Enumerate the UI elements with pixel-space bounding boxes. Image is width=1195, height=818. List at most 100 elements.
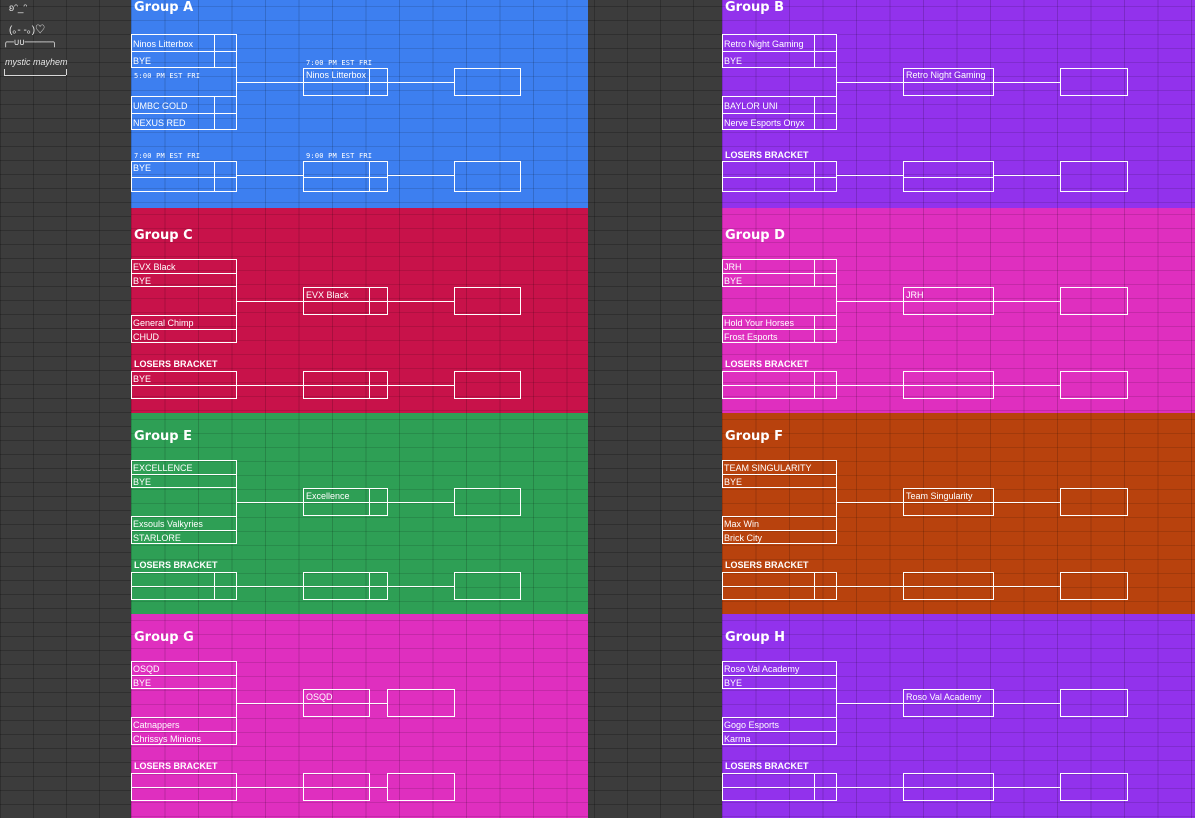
group-h-panel: Group H Roso Val Academy BYE Gogo Esport… — [722, 614, 1195, 818]
group-d-losers-match-1[interactable] — [722, 371, 837, 399]
group-g-losers-match-2[interactable] — [303, 773, 370, 801]
group-c-match-1-bottom[interactable] — [131, 315, 237, 343]
team-slot[interactable]: Catnappers — [133, 720, 180, 730]
team-slot[interactable]: BYE — [133, 56, 152, 66]
team-slot[interactable]: Gogo Esports — [724, 720, 780, 730]
team-slot[interactable]: Frost Esports — [724, 332, 778, 342]
team-slot[interactable]: BYE — [133, 374, 152, 384]
group-a-match-1-bottom[interactable] — [131, 96, 237, 130]
kaomoji-line: ╭─∪∪─────╮ — [3, 38, 58, 48]
group-g-losers-final[interactable] — [387, 773, 455, 801]
group-d-title: Group D — [725, 228, 785, 243]
team-slot[interactable]: Karma — [724, 734, 751, 744]
team-slot[interactable]: JRH — [724, 262, 742, 272]
group-b-panel: Group B Retro Night Gaming BYE BAYLOR UN… — [722, 0, 1195, 208]
team-slot[interactable]: Retro Night Gaming — [724, 39, 804, 49]
team-slot[interactable]: EVX Black — [306, 290, 349, 300]
team-slot[interactable]: Hold Your Horses — [724, 318, 795, 328]
group-d-match-1-bottom[interactable] — [722, 315, 837, 343]
group-g-title: Group G — [134, 630, 194, 645]
team-slot[interactable]: STARLORE — [133, 533, 181, 543]
group-c-losers-match-2[interactable] — [303, 371, 388, 399]
group-e-match-1-bottom[interactable] — [131, 516, 237, 544]
team-slot[interactable]: BYE — [133, 477, 152, 487]
team-slot[interactable]: Chrissys Minions — [133, 734, 202, 744]
team-slot[interactable]: Nerve Esports Onyx — [724, 118, 805, 128]
group-a-losers-match-2[interactable] — [303, 161, 388, 192]
group-f-match-1-bottom[interactable] — [722, 516, 837, 544]
team-slot[interactable]: CHUD — [133, 332, 159, 342]
group-a-final[interactable] — [454, 68, 521, 96]
group-g-losers-match-1[interactable] — [131, 773, 237, 801]
team-slot[interactable]: BYE — [133, 163, 152, 173]
match-time: 7:00 PM EST FRI — [306, 59, 373, 67]
group-f-title: Group F — [725, 429, 783, 444]
team-slot[interactable]: NEXUS RED — [133, 118, 186, 128]
group-a-losers-final[interactable] — [454, 161, 521, 192]
group-e-losers-match-1[interactable] — [131, 572, 237, 600]
team-slot[interactable]: UMBC GOLD — [133, 101, 188, 111]
team-slot[interactable]: Roso Val Academy — [724, 664, 800, 674]
team-slot[interactable]: EXCELLENCE — [133, 463, 193, 473]
losers-bracket-label: LOSERS BRACKET — [725, 150, 809, 160]
group-h-match-1-bottom[interactable] — [722, 717, 837, 745]
team-slot[interactable]: OSQD — [306, 692, 333, 702]
team-slot[interactable]: Ninos Litterbox — [306, 70, 367, 80]
group-h-losers-final[interactable] — [1060, 773, 1128, 801]
group-h-losers-match-1[interactable] — [722, 773, 837, 801]
team-slot[interactable]: JRH — [906, 290, 924, 300]
team-slot[interactable]: BYE — [724, 56, 743, 66]
group-b-losers-match-1[interactable] — [722, 161, 837, 192]
group-b-losers-final[interactable] — [1060, 161, 1128, 192]
team-slot[interactable]: Exsouls Valkyries — [133, 519, 203, 529]
group-b-final[interactable] — [1060, 68, 1128, 96]
group-c-title: Group C — [134, 228, 193, 243]
group-g-match-1-bottom[interactable] — [131, 717, 237, 745]
kaomoji-face-1: ʚᵔ_ᵔ — [9, 3, 28, 14]
group-c-losers-final[interactable] — [454, 371, 521, 399]
team-slot[interactable]: Retro Night Gaming — [906, 70, 986, 80]
group-g-final[interactable] — [387, 689, 455, 717]
group-a-losers-match-1[interactable] — [131, 161, 237, 192]
team-slot[interactable]: Excellence — [306, 491, 350, 501]
group-e-final[interactable] — [454, 488, 521, 516]
match-time: 7:00 PM EST FRI — [134, 152, 201, 160]
group-b-losers-match-2[interactable] — [903, 161, 994, 192]
team-slot[interactable]: TEAM SINGULARITY — [724, 463, 812, 473]
group-b-match-1-bottom[interactable] — [722, 96, 837, 130]
group-e-losers-final[interactable] — [454, 572, 521, 600]
group-d-panel: Group D JRH BYE Hold Your Horses Frost E… — [722, 208, 1195, 413]
group-d-final[interactable] — [1060, 287, 1128, 315]
group-c-final[interactable] — [454, 287, 521, 315]
team-slot[interactable]: BYE — [724, 276, 743, 286]
team-slot[interactable]: General Chimp — [133, 318, 194, 328]
team-slot[interactable]: Team Singularity — [906, 491, 973, 501]
title-tick-left — [4, 69, 5, 75]
team-slot[interactable]: OSQD — [133, 664, 160, 674]
team-slot[interactable]: BYE — [724, 477, 743, 487]
team-slot[interactable]: EVX Black — [133, 262, 176, 272]
group-h-title: Group H — [725, 630, 785, 645]
group-d-losers-match-2[interactable] — [903, 371, 994, 399]
team-slot[interactable]: Ninos Litterbox — [133, 39, 194, 49]
team-slot[interactable]: BAYLOR UNI — [724, 101, 778, 111]
group-f-losers-match-1[interactable] — [722, 572, 837, 600]
group-f-losers-final[interactable] — [1060, 572, 1128, 600]
group-d-losers-final[interactable] — [1060, 371, 1128, 399]
group-f-panel: Group F TEAM SINGULARITY BYE Max Win Bri… — [722, 413, 1195, 614]
team-slot[interactable]: BYE — [133, 276, 152, 286]
group-h-losers-match-2[interactable] — [903, 773, 994, 801]
losers-bracket-label: LOSERS BRACKET — [725, 761, 809, 771]
group-h-final[interactable] — [1060, 689, 1128, 717]
team-slot[interactable]: BYE — [133, 678, 152, 688]
title-underline — [4, 75, 66, 76]
group-f-final[interactable] — [1060, 488, 1128, 516]
group-e-panel: Group E EXCELLENCE BYE Exsouls Valkyries… — [131, 413, 588, 614]
group-f-losers-match-2[interactable] — [903, 572, 994, 600]
group-a-panel: Group A Ninos Litterbox BYE 5:00 PM EST … — [131, 0, 588, 208]
team-slot[interactable]: Roso Val Academy — [906, 692, 982, 702]
group-e-losers-match-2[interactable] — [303, 572, 388, 600]
team-slot[interactable]: BYE — [724, 678, 743, 688]
team-slot[interactable]: Brick City — [724, 533, 762, 543]
team-slot[interactable]: Max Win — [724, 519, 760, 529]
